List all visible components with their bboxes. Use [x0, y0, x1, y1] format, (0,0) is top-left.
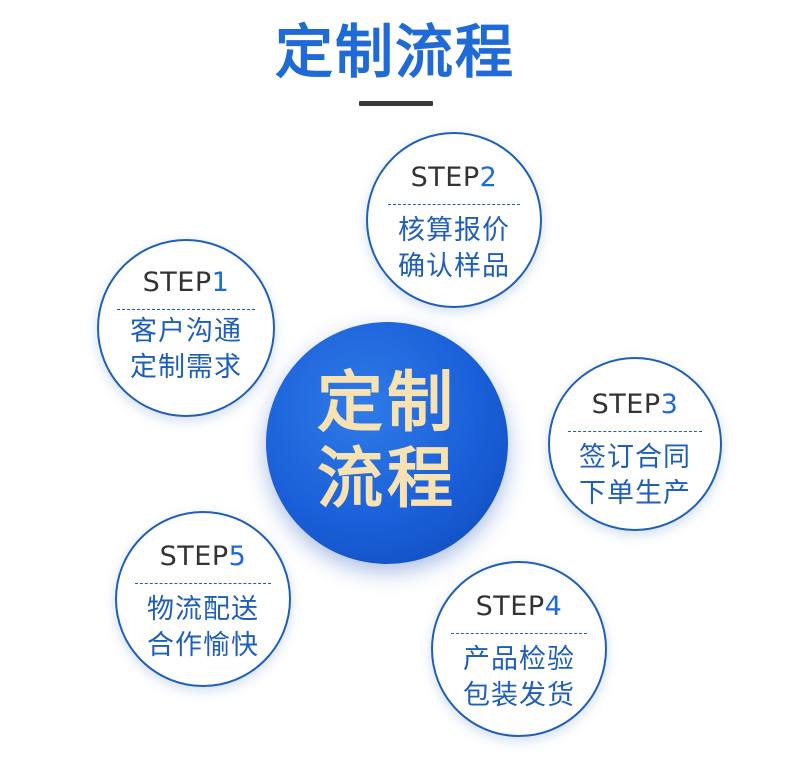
- step-4-circle: STEP4 产品检验 包装发货: [431, 561, 607, 737]
- step-3-line-2: 下单生产: [579, 478, 691, 509]
- center-line-2: 流程: [317, 440, 457, 517]
- step-4-line-2: 包装发货: [463, 680, 575, 711]
- step-1-line-2: 定制需求: [130, 352, 242, 383]
- step-5-prefix: STEP: [159, 541, 229, 572]
- step-5-label: STEP5: [117, 541, 289, 573]
- step-3-circle: STEP3 签订合同 下单生产: [548, 357, 722, 531]
- center-line-1: 定制: [317, 364, 457, 441]
- step-4-line-1: 产品检验: [463, 644, 575, 675]
- step-4-divider: [451, 633, 587, 634]
- step-2-line-2: 确认样品: [398, 251, 510, 282]
- page-title: 定制流程: [274, 18, 515, 86]
- step-2-divider: [388, 204, 520, 205]
- step-1-prefix: STEP: [142, 267, 212, 298]
- step-5-divider: [135, 583, 271, 584]
- step-3-prefix: STEP: [591, 389, 661, 420]
- step-4-label: STEP4: [433, 591, 605, 623]
- step-3-label: STEP3: [550, 389, 720, 421]
- step-3-line-1: 签订合同: [579, 442, 691, 473]
- step-5-circle: STEP5 物流配送 合作愉快: [115, 511, 291, 687]
- step-2-circle: STEP2 核算报价 确认样品: [366, 132, 542, 308]
- step-3-divider: [568, 431, 702, 432]
- step-2-prefix: STEP: [410, 162, 480, 193]
- step-4-number: 4: [544, 591, 563, 622]
- step-1-circle: STEP1 客户沟通 定制需求: [97, 239, 275, 417]
- step-1-label: STEP1: [99, 267, 273, 299]
- step-1-number: 1: [211, 267, 230, 298]
- step-2-label: STEP2: [368, 162, 540, 194]
- step-1-divider: [117, 309, 255, 310]
- step-5-line-1: 物流配送: [147, 594, 259, 625]
- step-1-line-1: 客户沟通: [130, 316, 242, 347]
- step-2-number: 2: [479, 162, 498, 193]
- step-3-number: 3: [660, 389, 679, 420]
- step-4-prefix: STEP: [475, 591, 545, 622]
- center-circle: 定制 流程: [266, 322, 508, 564]
- title-underline: [359, 101, 433, 106]
- step-5-number: 5: [228, 541, 247, 572]
- step-5-line-2: 合作愉快: [147, 630, 259, 661]
- step-2-line-1: 核算报价: [398, 215, 510, 246]
